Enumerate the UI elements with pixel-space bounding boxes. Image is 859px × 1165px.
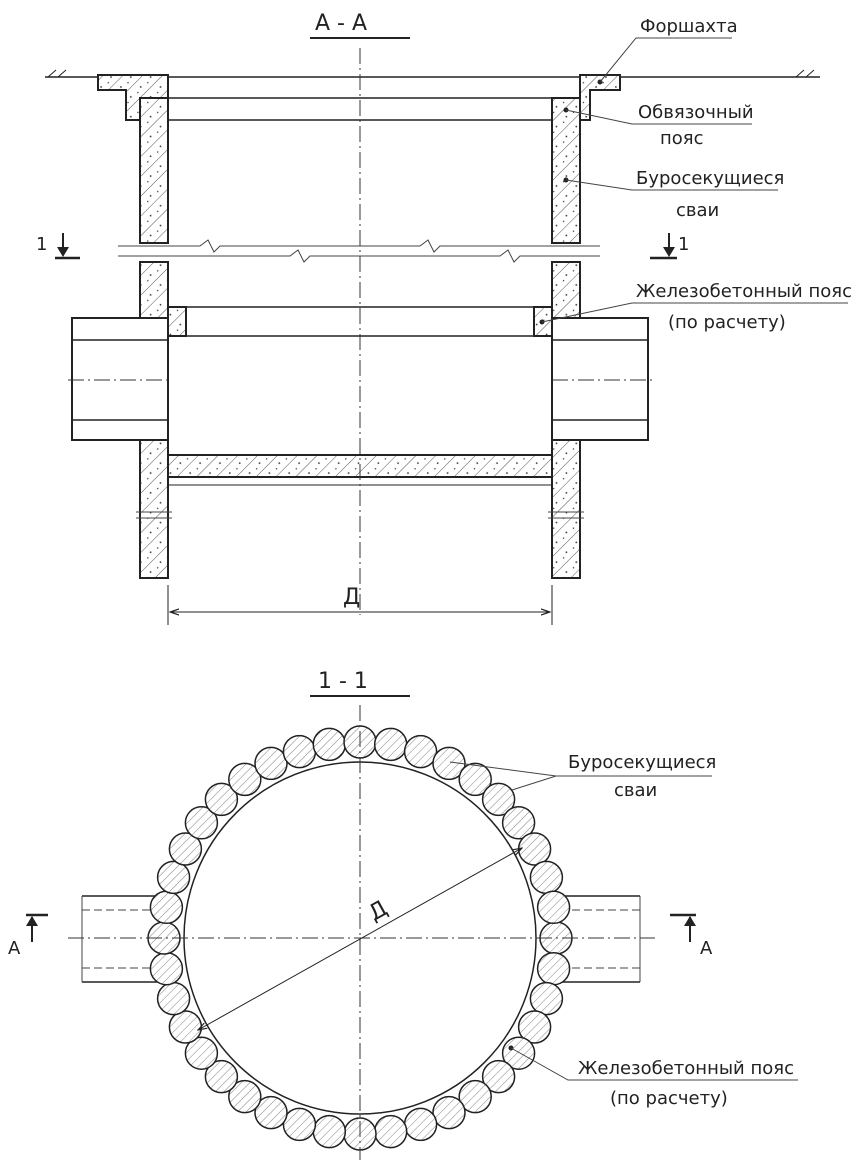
label-zhb-11-2: (по расчету) [610,1088,728,1109]
secant-pile [501,1036,536,1070]
secant-pile [501,806,536,840]
secant-pile [149,890,184,925]
secant-pile [373,727,408,762]
pile-wall-right-lower [551,439,581,579]
secant-pile [204,782,239,817]
pile-wall-right-upper [551,97,581,244]
dimension-label-11: Д [365,896,392,926]
label-burosek-aa-2: сваи [676,200,719,221]
secant-pile [184,806,219,840]
secant-pile [254,746,288,781]
secant-pile [282,734,317,769]
secant-pile [403,734,438,769]
secant-pile [529,981,564,1016]
secant-pile [529,860,564,895]
secant-pile [481,782,516,817]
section-1-1: 1 - 1 Д А А [8,669,798,1160]
secant-pile [312,727,347,762]
section-a-a: А - А [36,11,852,625]
secant-pile [373,1114,408,1149]
pile-wall-left-mid [139,261,169,319]
leader-forshakhta [599,37,732,83]
pile-wall-right-mid [551,261,581,319]
label-obvyazochny-1: Обвязочный [638,102,754,123]
secant-pile [536,890,571,925]
pile-wall-left-upper [139,97,169,244]
leader-obvyazochny [565,109,752,125]
secant-pile [184,1036,219,1070]
section-mark-1-left: 1 [36,234,47,255]
secant-pile [168,1010,203,1044]
dimension-label-aa: Д [343,585,360,610]
secant-pile [432,1095,466,1130]
break-line-lower [118,249,600,263]
secant-pile [312,1114,347,1149]
pipe-right [551,317,649,441]
label-obvyazochny-2: пояс [660,128,704,149]
label-zhb-aa-2: (по расчету) [668,312,786,333]
secant-pile [254,1095,288,1130]
secant-pile [282,1107,317,1142]
section-mark-1-right: 1 [678,234,689,255]
secant-pile [517,832,552,866]
secant-pile [204,1059,239,1094]
label-burosek-11-1: Буросекущиеся [568,752,716,773]
secant-pile [536,951,571,986]
secant-pile [403,1107,438,1142]
section-mark-a-right: А [700,938,713,959]
label-burosek-11-2: сваи [614,780,657,801]
secant-pile [156,981,191,1016]
leader-burosek [565,179,778,191]
leader-zhb-11 [510,1047,798,1081]
label-zhb-aa-1: Железобетонный пояс [636,281,852,302]
label-zhb-11-1: Железобетонный пояс [578,1058,794,1079]
secant-pile [149,951,184,986]
break-line-upper [118,239,600,253]
secant-pile [458,762,492,797]
rc-belt-left [167,306,187,337]
pile-ring [147,725,573,1151]
secant-pile [432,746,466,781]
secant-pile [228,762,262,797]
leader-zhb-aa [541,302,848,323]
secant-pile [228,1079,262,1114]
section-1-1-title: 1 - 1 [318,669,368,694]
leader-burosek-11-b [511,775,557,791]
label-forshakhta: Форшахта [640,16,738,37]
secant-pile [458,1079,492,1114]
pipe-left [71,317,169,441]
secant-pile [481,1059,516,1094]
secant-pile [156,860,191,895]
dimension-line-11 [198,848,522,1030]
section-mark-a-left: А [8,938,21,959]
section-a-a-title: А - А [315,11,367,36]
label-burosek-aa-1: Буросекущиеся [636,168,784,189]
pile-wall-left-lower [139,439,169,579]
